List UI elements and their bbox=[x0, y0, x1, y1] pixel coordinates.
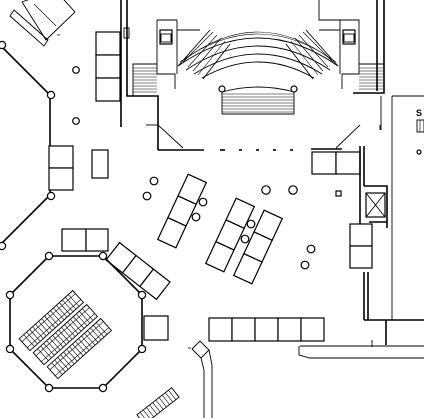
tilted-tables bbox=[156, 173, 208, 249]
upper-atrium bbox=[0, 40, 56, 251]
right-wing bbox=[298, 95, 424, 359]
small-mark: m bbox=[188, 345, 192, 350]
escalators bbox=[18, 289, 113, 380]
column-marker bbox=[290, 85, 298, 93]
tilted-tables bbox=[204, 197, 256, 273]
lower-atrium bbox=[5, 251, 147, 393]
seating-curves bbox=[177, 29, 339, 80]
table-group-lower bbox=[61, 228, 325, 342]
bottom-structures bbox=[136, 340, 213, 418]
left-stair bbox=[133, 67, 157, 93]
lower-seating bbox=[221, 86, 295, 115]
auditorium bbox=[120, 0, 385, 151]
column-marker bbox=[72, 117, 80, 125]
right-stair bbox=[359, 67, 383, 90]
column-markers bbox=[142, 176, 316, 270]
top-left-rooms bbox=[9, 0, 76, 47]
column-marker bbox=[72, 66, 80, 74]
small-mark: m bbox=[57, 32, 61, 37]
table-group-left bbox=[48, 31, 121, 191]
tilted-tables bbox=[232, 209, 284, 285]
column-marker bbox=[218, 85, 226, 93]
corner-label: S bbox=[416, 108, 422, 118]
